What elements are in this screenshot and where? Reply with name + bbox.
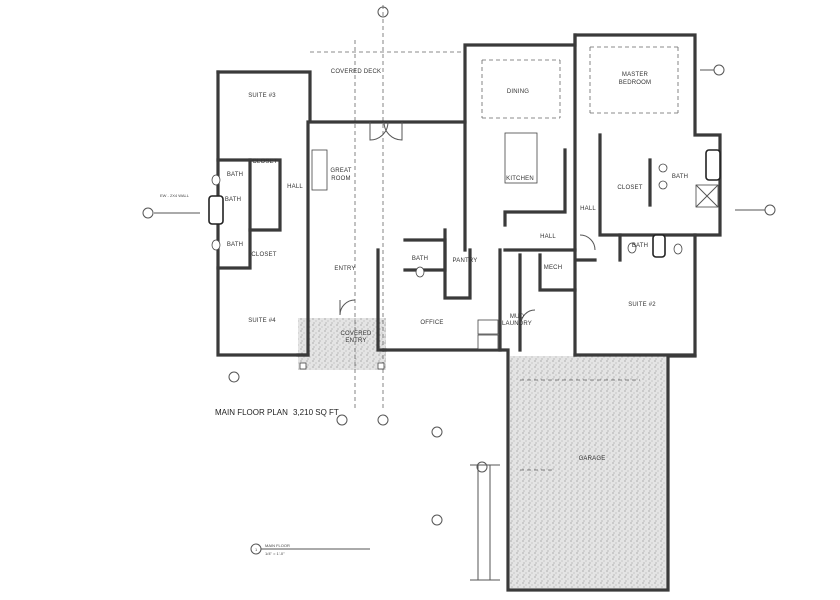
wall-note: EW - 2X4 WALL: [160, 193, 190, 198]
label-entry: ENTRY: [334, 266, 355, 272]
label-office: OFFICE: [420, 320, 443, 326]
label-bath: BATH: [672, 174, 688, 180]
label-garage: GARAGE: [579, 456, 606, 462]
scale-title: MAIN FLOOR: [265, 543, 290, 548]
label-master-bedroom: BEDROOM: [619, 80, 651, 86]
room-labels: SUITE #3 COVERED DECK DINING MASTER BEDR…: [225, 69, 688, 462]
scale-number: 1: [255, 547, 258, 552]
scale-value: 1/4" = 1'-0": [265, 551, 285, 556]
walls: [216, 33, 722, 592]
label-bath: BATH: [227, 242, 243, 248]
label-mech: MECH: [544, 265, 562, 271]
label-kitchen: KITCHEN: [506, 176, 534, 182]
fixtures: [208, 132, 721, 581]
label-mud-laundry: MUD: [510, 314, 525, 320]
label-suite4: SUITE #4: [248, 318, 276, 324]
label-suite2: SUITE #2: [628, 302, 656, 308]
label-master-bedroom: MASTER: [622, 72, 649, 78]
label-closet: CLOSET: [252, 159, 277, 165]
section-markers: [142, 6, 776, 555]
plan-title: MAIN FLOOR PLAN: [215, 408, 288, 417]
plan-area: 3,210 SQ FT: [293, 408, 339, 417]
label-closet: CLOSET: [617, 185, 642, 191]
label-bath: BATH: [412, 256, 428, 262]
label-dining: DINING: [507, 89, 529, 95]
label-pantry: PANTRY: [453, 258, 478, 264]
label-hall: HALL: [540, 234, 556, 240]
label-hall: HALL: [580, 206, 596, 212]
bathtub: [208, 195, 224, 225]
label-bath: BATH: [227, 172, 243, 178]
label-closet: CLOSET: [251, 252, 276, 258]
label-great-room: ROOM: [331, 176, 350, 182]
label-bath: BATH: [632, 243, 648, 249]
bathtub: [652, 234, 666, 258]
label-covered-entry: ENTRY: [345, 338, 366, 344]
kitchen-island: [504, 132, 538, 184]
label-great-room: GREAT: [330, 168, 351, 174]
label-mud-laundry: LAUNDRY: [502, 321, 532, 327]
covered-entry-slab: [298, 318, 386, 370]
doors: [339, 121, 596, 325]
bathtub: [705, 149, 721, 181]
label-suite3: SUITE #3: [248, 93, 276, 99]
label-covered-deck: COVERED DECK: [331, 69, 381, 75]
fireplace: [311, 149, 328, 191]
label-covered-entry: COVERED: [340, 331, 372, 337]
garage-slab: [510, 356, 668, 588]
label-bath: BATH: [225, 197, 241, 203]
label-hall: HALL: [287, 184, 303, 190]
grid-lines: [310, 5, 679, 471]
